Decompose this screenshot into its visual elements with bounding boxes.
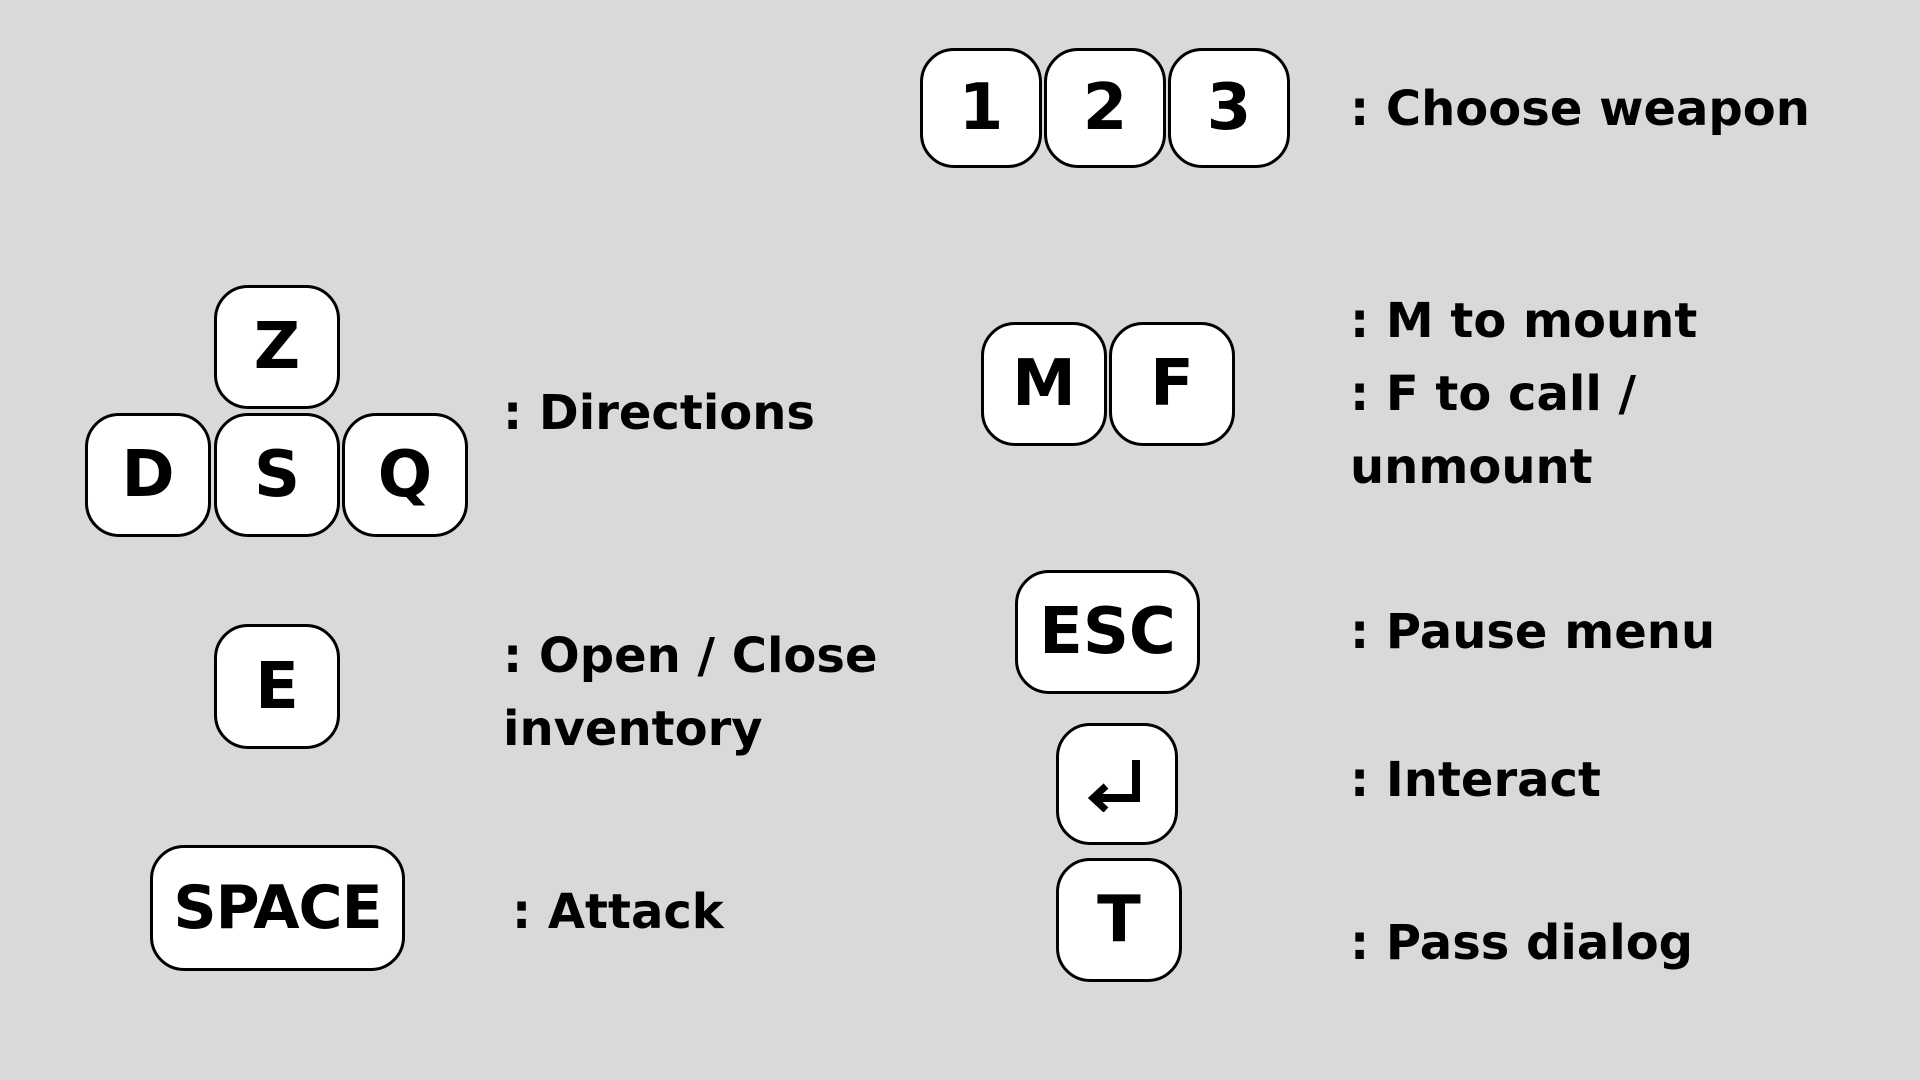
key-z: Z <box>214 285 340 409</box>
enter-return-icon <box>1086 756 1148 812</box>
key-e: E <box>214 624 340 749</box>
key-enter <box>1056 723 1178 845</box>
key-esc: ESC <box>1015 570 1200 694</box>
mount-label-line-3: unmount <box>1350 439 1593 495</box>
key-1: 1 <box>920 48 1042 168</box>
mount-label: : M to mount : F to call / unmount <box>1350 285 1697 504</box>
inventory-label-line-2: inventory <box>503 701 763 757</box>
key-space: SPACE <box>150 845 405 971</box>
pause-label: : Pause menu <box>1350 604 1716 660</box>
key-s: S <box>214 413 340 537</box>
directions-label: : Directions <box>503 385 815 441</box>
pass-dialog-label: : Pass dialog <box>1350 915 1694 971</box>
key-m: M <box>981 322 1107 446</box>
attack-label: : Attack <box>512 884 724 940</box>
choose-weapon-label: : Choose weapon <box>1350 81 1810 137</box>
key-2: 2 <box>1044 48 1166 168</box>
key-t: T <box>1056 858 1182 982</box>
inventory-label: : Open / Close inventory <box>503 620 878 766</box>
inventory-label-line-1: : Open / Close <box>503 628 878 684</box>
mount-label-line-1: : M to mount <box>1350 293 1698 349</box>
key-f: F <box>1109 322 1235 446</box>
key-q: Q <box>342 413 468 537</box>
interact-label: : Interact <box>1350 752 1601 808</box>
mount-label-line-2: : F to call / <box>1350 366 1637 422</box>
key-3: 3 <box>1168 48 1290 168</box>
key-d: D <box>85 413 211 537</box>
